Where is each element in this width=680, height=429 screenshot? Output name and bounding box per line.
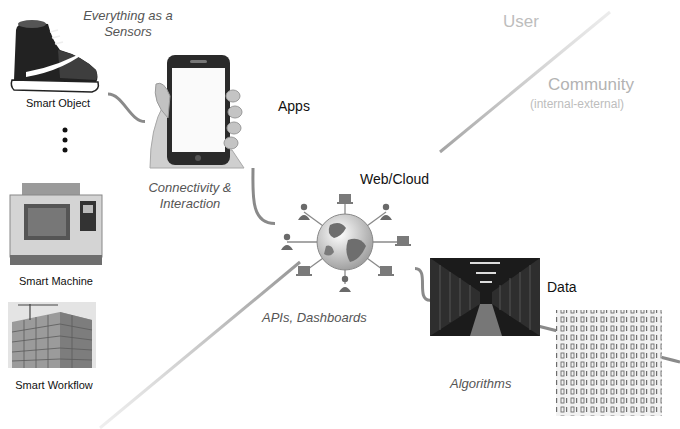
smart-machine: Smart Machine [4,180,108,288]
smart-workflow: Smart Workflow [4,300,104,392]
node-caption: Data [547,279,577,296]
region-label-box: User [503,12,563,32]
annotation: APIs, Dashboards [262,310,392,326]
building-icon [8,302,96,368]
annotation: Connectivity & Interaction [140,180,240,212]
node-caption: Smart Object [26,97,90,110]
binary-image [556,310,662,416]
server-room-image [430,258,540,336]
data-store: Data [430,254,670,419]
region-label: (internal-external) [530,97,670,111]
flow-line [415,268,430,300]
apps-device: Apps [145,52,265,168]
flow-line [108,94,145,122]
region-label-box: (internal-external) [530,97,670,111]
annotation-box: Everything as a Sensors [72,8,184,40]
web-cloud: Web/Cloud [275,190,415,302]
node-caption: Apps [278,98,310,115]
annotation-box: APIs, Dashboards [262,310,392,326]
machine-icon [10,183,102,265]
region-label: User [503,12,563,32]
region-label: Community [548,75,668,95]
node-caption: Web/Cloud [360,171,429,188]
shoe-icon [11,20,98,92]
phone-icon [150,55,244,168]
flow-line [253,168,275,224]
network-icon [281,194,411,292]
node-caption: Smart Machine [19,275,93,288]
annotation: Algorithms [450,376,540,392]
separator-line [100,262,300,428]
region-label-box: Community [548,75,668,95]
annotation-box: Connectivity & Interaction [140,180,240,212]
node-caption: Smart Workflow [15,379,92,392]
ellipsis-dots [63,128,68,153]
annotation-box: Algorithms [450,376,540,392]
annotation: Everything as a Sensors [72,8,184,40]
